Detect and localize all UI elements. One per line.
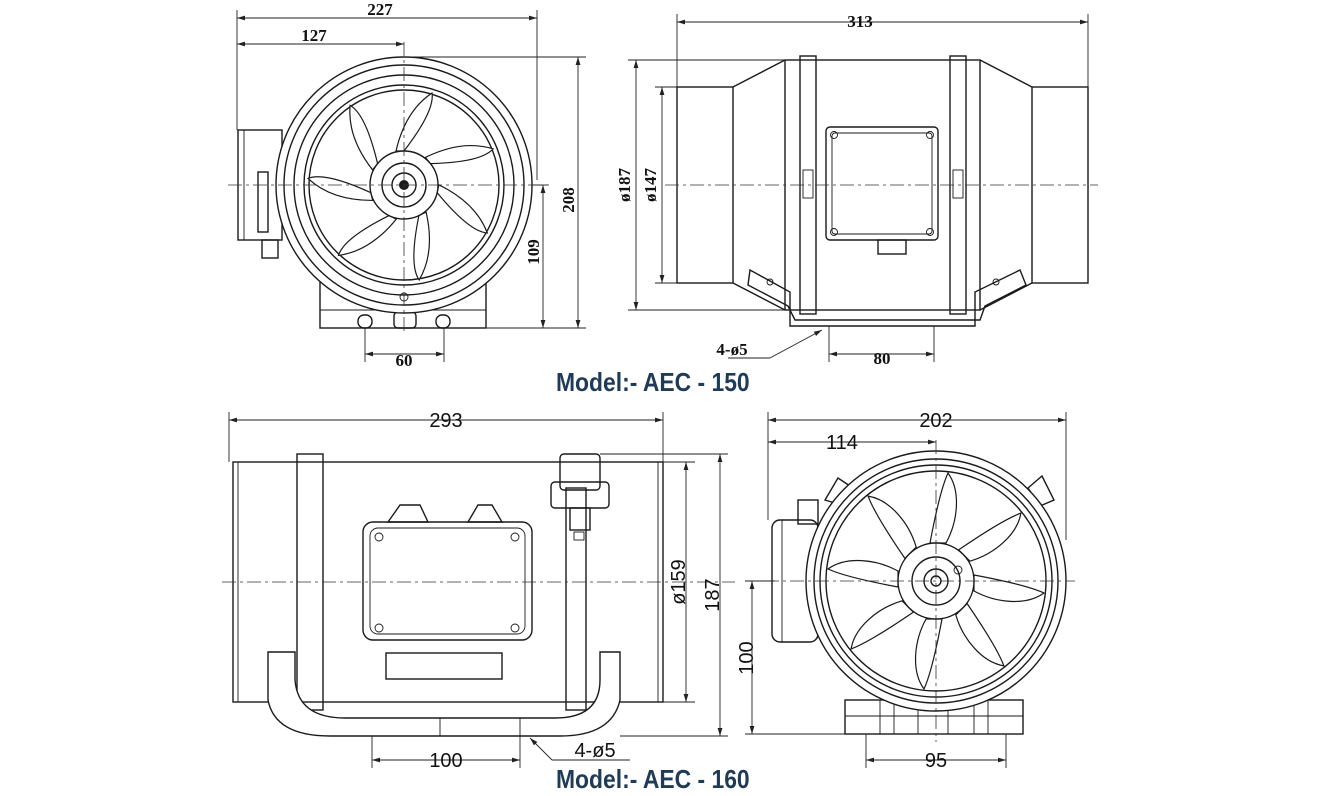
aec150-duct-dia-label: ø147 (641, 168, 660, 203)
model-title-aec-160: Model:- AEC - 160 (556, 764, 750, 794)
aec160-foot-label: 95 (925, 750, 947, 772)
aec150-height-label: 208 (559, 187, 578, 213)
aec150-side-view: 313 ø187 ø147 4-ø5 80 (615, 12, 1098, 368)
aec160-side-view: 293 ø159 187 4-ø5 100 (222, 410, 735, 772)
aec150-axis-label: 109 (524, 239, 543, 265)
aec150-foot-label: 60 (396, 351, 413, 370)
aec160-front-view: 202 114 100 95 (736, 410, 1075, 772)
aec160-width-label: 202 (919, 410, 952, 432)
aec160-height-label: 187 (702, 578, 724, 611)
aec160-holes-label: 4-ø5 (574, 740, 615, 762)
aec160-duct-dia-label: ø159 (668, 559, 690, 605)
aec160-side-foot-label: 100 (429, 750, 462, 772)
aec150-front-view: 227 127 208 109 60 (228, 0, 586, 370)
aec150-width-label: 227 (367, 0, 393, 19)
model-title-aec-150: Model:- AEC - 150 (556, 367, 750, 397)
aec150-outer-dia-label: ø187 (615, 168, 634, 203)
aec160-length-label: 293 (429, 410, 462, 432)
aec150-offset-label: 127 (301, 26, 327, 45)
aec160-offset-label: 114 (826, 432, 858, 454)
aec160-axis-label: 100 (736, 641, 758, 674)
aec150-length-label: 313 (847, 12, 873, 31)
aec150-holes-label: 4-ø5 (716, 340, 747, 359)
aec150-side-foot-label: 80 (874, 349, 891, 368)
